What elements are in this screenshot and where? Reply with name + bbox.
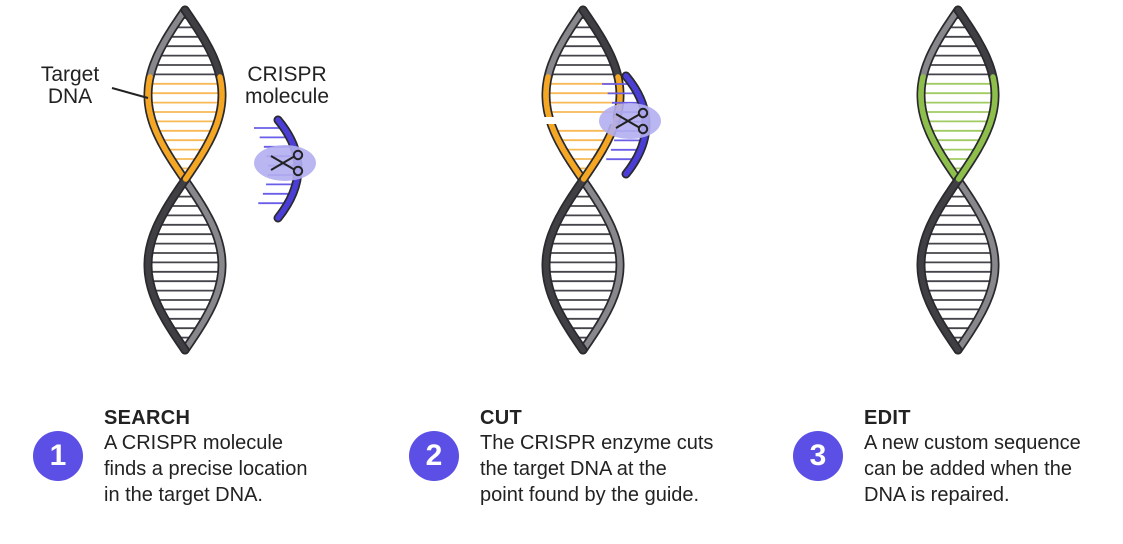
target-dna-label-line2: DNA: [47, 85, 93, 108]
dna-strand-target: [543, 74, 586, 182]
step-3-title: EDIT: [864, 407, 911, 429]
step-2-badge: 2: [409, 431, 459, 481]
crispr-molecule-cut: [599, 71, 661, 179]
dna-strand-target: [918, 74, 961, 182]
crispr-molecule-label-line2: molecule: [244, 85, 330, 108]
step-1-title: SEARCH: [104, 407, 191, 429]
step-1-text: SEARCH A CRISPR molecule finds a precise…: [104, 406, 307, 508]
dna-helix-cut: [523, 5, 625, 355]
crispr-molecule-label-line1: CRISPR: [247, 63, 327, 86]
step-3-desc-line3: DNA is repaired.: [864, 484, 1010, 506]
crispr-molecule-search: [253, 115, 316, 223]
scissors-highlight: [254, 145, 316, 181]
step-2-desc-line1: The CRISPR enzyme cuts: [480, 432, 714, 454]
dna-strand-target: [182, 74, 225, 182]
scissors-icon: [270, 149, 304, 177]
helix-rungs: [549, 17, 617, 339]
step-3-text: EDIT A new custom sequence can be added …: [864, 406, 1081, 508]
dna-cut-gap: [523, 117, 613, 124]
scissors-highlight: [599, 103, 661, 139]
step-1-desc-line2: finds a precise location: [104, 458, 308, 480]
step-1-desc-line1: A CRISPR molecule: [104, 432, 283, 454]
target-dna-pointer: [111, 87, 149, 99]
target-dna-label: Target DNA: [30, 64, 110, 108]
step-2-title: CUT: [480, 407, 523, 429]
scissors-icon: [615, 107, 649, 135]
helix-rungs: [924, 17, 992, 339]
step-1-desc-line3: in the target DNA.: [104, 484, 263, 506]
step-2-desc-line2: the target DNA at the: [480, 458, 667, 480]
helix-rungs: [151, 17, 219, 339]
dna-strand-target: [145, 74, 188, 182]
dna-helix-edit: [916, 5, 1000, 355]
dna-strand-target: [955, 74, 998, 182]
target-dna-label-line1: Target: [40, 63, 100, 86]
step-1-badge: 1: [33, 431, 83, 481]
step-3-badge: 3: [793, 431, 843, 481]
step-2-desc-line3: point found by the guide.: [480, 484, 700, 506]
step-3-desc-line2: can be added when the: [864, 458, 1072, 480]
dna-helix-search: [143, 5, 227, 355]
crispr-molecule-label: CRISPR molecule: [232, 64, 342, 108]
step-3-desc-line1: A new custom sequence: [864, 432, 1081, 454]
step-2-text: CUT The CRISPR enzyme cuts the target DN…: [480, 406, 713, 508]
